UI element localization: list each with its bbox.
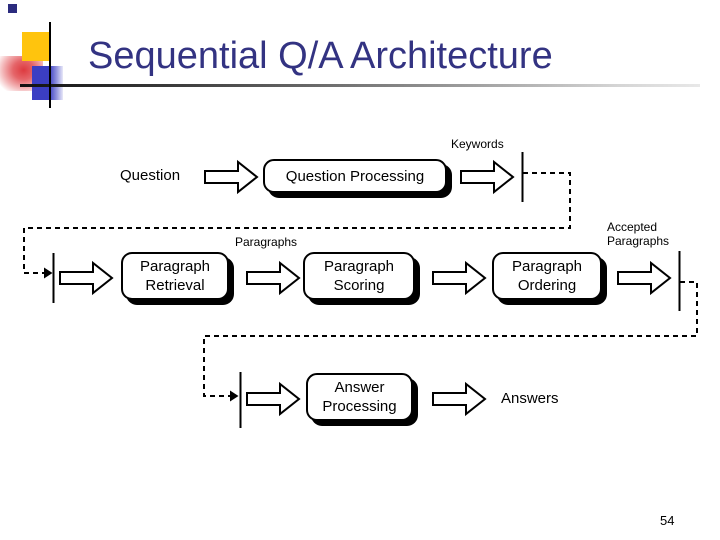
label-answers: Answers: [501, 390, 559, 407]
flow-arrow-question-to-qp: [204, 159, 259, 195]
slide-title: Sequential Q/A Architecture: [88, 35, 553, 77]
box-paragraph-ordering: Paragraph Ordering: [492, 252, 602, 300]
label-paragraphs: Paragraphs: [235, 235, 298, 249]
flow-arrow-in-to-retrieval: [59, 260, 114, 296]
label-keywords: Keywords: [451, 137, 504, 151]
flow-arrow-scoring-to-ordering: [432, 260, 487, 296]
accent-navy-square: [8, 4, 17, 13]
flow-arrow-retrieval-to-scoring: [246, 260, 301, 296]
box-paragraph-scoring: Paragraph Scoring: [303, 252, 415, 300]
accent-blue-square: [32, 66, 63, 100]
accent-vertical-line: [49, 22, 51, 108]
arrowhead-into-retrieval: [44, 267, 53, 279]
flow-arrow-ap-to-answers: [432, 381, 487, 417]
accent-yellow-square: [22, 32, 50, 61]
label-accepted-line1: Accepted: [607, 220, 658, 234]
box-paragraph-retrieval: Paragraph Retrieval: [121, 252, 229, 300]
feedback-path-accepted-to-answer: [203, 281, 698, 397]
arrowhead-into-answer-processing: [230, 390, 239, 402]
flow-arrow-ordering-to-accepted: [617, 260, 672, 296]
label-accepted-line2: Paragraphs: [607, 234, 670, 248]
label-question: Question: [120, 167, 181, 184]
flow-arrow-in-to-answer-processing: [246, 381, 301, 417]
flow-arrow-qp-to-keywords: [460, 159, 515, 195]
title-divider-rule: [20, 84, 700, 87]
page-number: 54: [660, 513, 675, 528]
box-question-processing: Question Processing: [263, 159, 447, 193]
box-answer-processing: Answer Processing: [306, 373, 413, 421]
label-accepted-paragraphs: Accepted Paragraphs: [607, 220, 669, 248]
feedback-path-keywords-to-retrieval: [23, 172, 571, 274]
